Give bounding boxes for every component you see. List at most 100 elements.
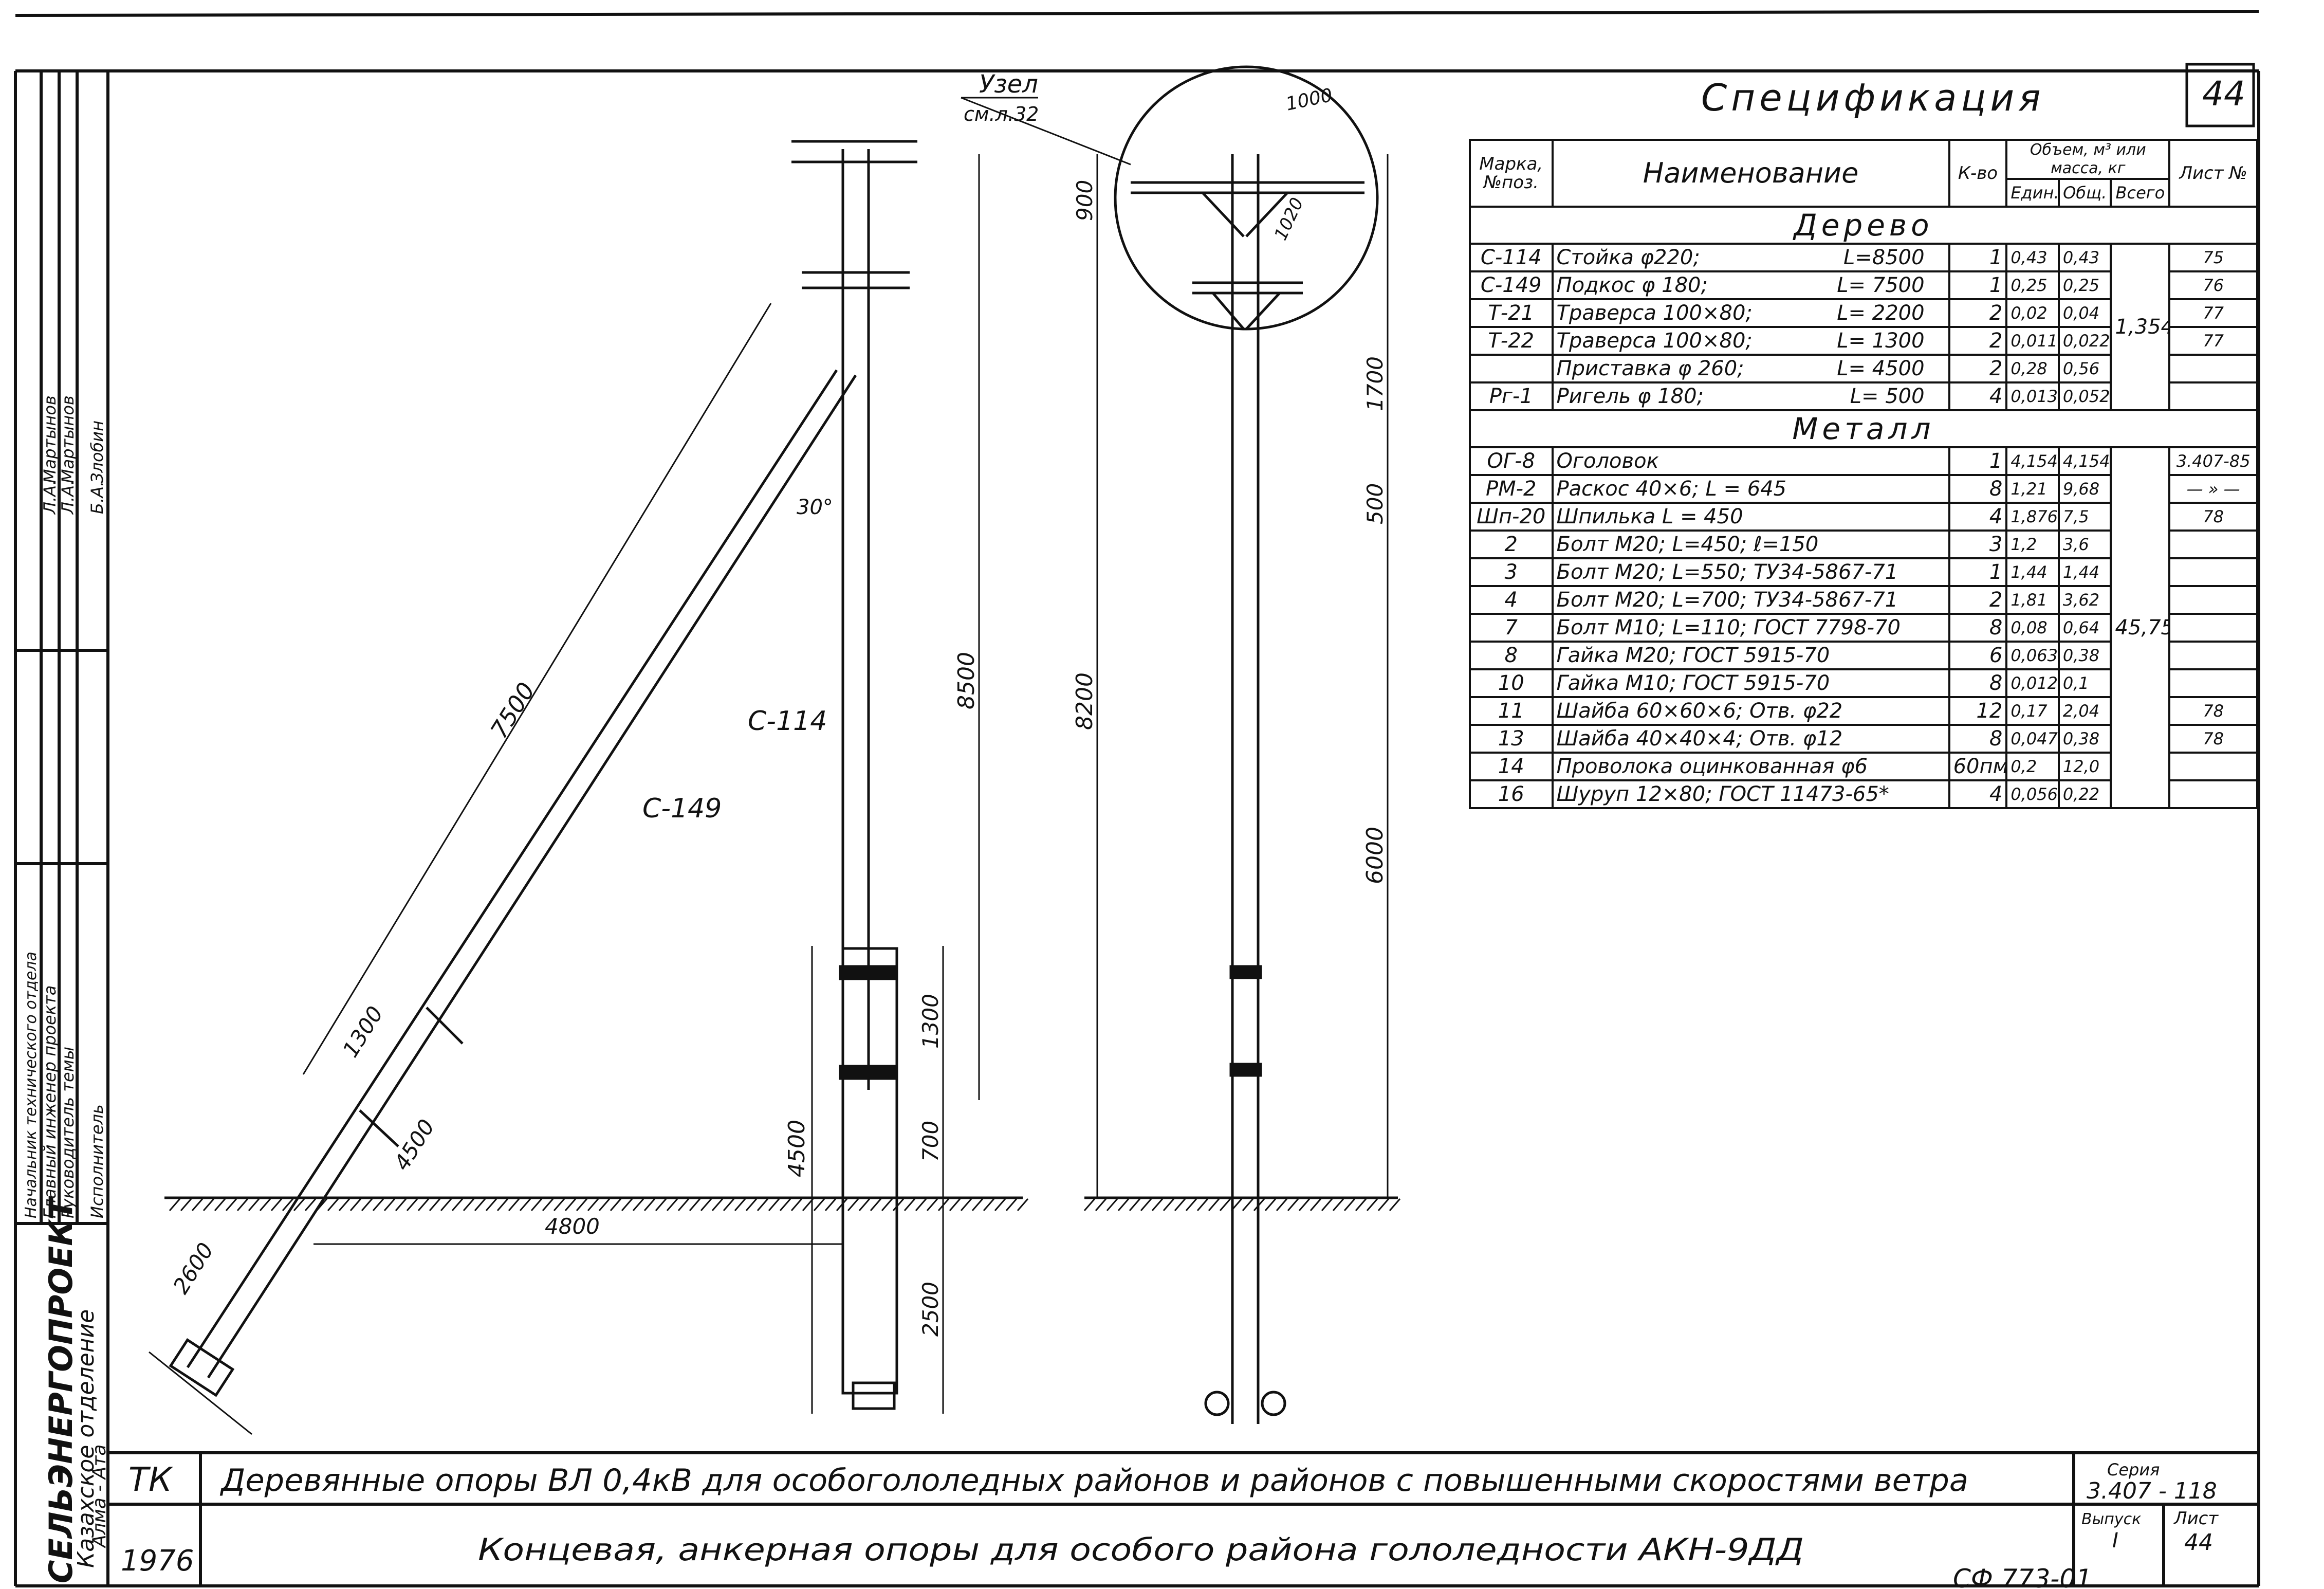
hatch-stroke: [700, 1198, 712, 1211]
tb-issue: I: [2112, 1529, 2118, 1553]
cell-total: 3,62: [2057, 585, 2112, 615]
cell-sheet: [2168, 381, 2258, 411]
cell-sheet: [2168, 668, 2258, 698]
cell-mark: 13: [1469, 724, 1554, 754]
cell-name: Оголовок: [1551, 446, 1950, 476]
cell-mark: Т-22: [1469, 326, 1554, 356]
hdr-mark: Марка, №поз.: [1469, 139, 1554, 208]
cell-name: Гайка М20; ГОСТ 5915-70: [1551, 641, 1950, 670]
hatch-stroke: [1366, 1198, 1378, 1211]
node-ref: см.л.32: [964, 103, 1039, 125]
hatch-stroke: [1242, 1198, 1254, 1211]
hdr-qty: К-во: [1948, 139, 2008, 208]
hatch-stroke: [892, 1198, 905, 1211]
hatch-stroke: [440, 1198, 452, 1211]
hatch-stroke: [745, 1198, 758, 1211]
cell-qty: 8: [1948, 613, 2008, 643]
main-post-front-view: [1114, 65, 1379, 1424]
hatch-stroke: [508, 1198, 520, 1211]
cell-all-total: 1,354: [2110, 243, 2171, 411]
cell-name: Ригель φ 180;L= 500: [1551, 381, 1950, 411]
cell-unit: 0,056: [2005, 779, 2060, 809]
hatch-stroke: [1174, 1198, 1186, 1211]
corner-code: СФ 773-01: [1953, 1564, 2092, 1589]
cell-total: 0,022: [2057, 326, 2112, 356]
cell-name: Болт М20; L=550; ТУ34-5867-71: [1551, 557, 1950, 587]
hatch-stroke: [485, 1198, 497, 1211]
dim-1020: 1020: [1270, 194, 1308, 243]
cell-sheet: 78: [2168, 724, 2258, 754]
cell-qty: 2: [1948, 326, 2008, 356]
cell-unit: 1,44: [2005, 557, 2060, 587]
cell-mark: 8: [1469, 641, 1554, 670]
cell-qty: 12: [1948, 696, 2008, 726]
tb-year: 1976: [121, 1544, 194, 1578]
spec-section-row: Металл: [1469, 409, 2258, 448]
cell-total: 0,38: [2057, 641, 2112, 670]
strut-c149: [169, 369, 857, 1397]
hatch-stroke: [293, 1198, 305, 1211]
cell-sheet: [2168, 585, 2258, 615]
cell-mark: Рг-1: [1469, 381, 1554, 411]
hatch-stroke: [1287, 1198, 1299, 1211]
stamp-initials-3: Б.А.: [87, 481, 107, 514]
cell-name-text: Шпилька L = 450: [1556, 505, 1743, 528]
dim-4800: 4800: [545, 1214, 600, 1239]
cell-sheet: [2168, 779, 2258, 809]
cell-name-text: Болт М20; L=450; ℓ=150: [1556, 533, 1819, 556]
hatch-stroke: [971, 1198, 984, 1211]
cell-name: Шуруп 12×80; ГОСТ 11473-65*: [1551, 779, 1950, 809]
hatch-stroke: [655, 1198, 667, 1211]
stamp-name-1: Мартынов: [40, 395, 60, 483]
cell-name: Гайка М10; ГОСТ 5915-70: [1551, 668, 1950, 698]
hatch-stroke: [361, 1198, 373, 1211]
cell-total: 0,38: [2057, 724, 2112, 754]
cell-name: Болт М20; L=700; ТУ34-5867-71: [1551, 585, 1950, 615]
hatch-stroke: [915, 1198, 927, 1211]
hdr-vol: Объем, м³ или масса, кг: [2005, 139, 2171, 180]
cell-length: L= 7500: [1837, 273, 1925, 297]
cell-sheet: [2168, 557, 2258, 587]
cell-unit: 0,063: [2005, 641, 2060, 670]
cell-qty: 1: [1948, 243, 2008, 272]
cell-total: 3,6: [2057, 529, 2112, 559]
dim-8500: 8500: [953, 652, 980, 709]
cell-unit: 0,047: [2005, 724, 2060, 754]
hatch-stroke: [1332, 1198, 1344, 1211]
post-label: С-114: [748, 706, 827, 737]
cell-qty: 1: [1948, 446, 2008, 476]
cell-mark: С-149: [1469, 270, 1554, 300]
cell-unit: 4,154: [2005, 446, 2060, 476]
hatch-stroke: [1208, 1198, 1220, 1211]
hatch-stroke: [553, 1198, 565, 1211]
hatch-stroke: [903, 1198, 916, 1211]
angle-label: 30°: [797, 496, 833, 519]
hatch-stroke: [349, 1198, 362, 1211]
cell-total: 12,0: [2057, 752, 2112, 781]
hatch-stroke: [1321, 1198, 1333, 1211]
cell-mark: 11: [1469, 696, 1554, 726]
stamp-name-2: Мартынов: [58, 395, 78, 483]
cell-name-text: Проволока оцинкованная φ6: [1556, 755, 1868, 778]
cell-qty: 8: [1948, 724, 2008, 754]
cell-total: 9,68: [2057, 474, 2112, 504]
title-block: ТК 1976 Деревянные опоры ВЛ 0,4кВ для ос…: [121, 1460, 2219, 1589]
hatch-stroke: [824, 1198, 837, 1211]
cell-unit: 0,012: [2005, 668, 2060, 698]
hatch-stroke: [598, 1198, 611, 1211]
ground-hatch: [169, 1198, 1401, 1211]
cell-name-text: Шайба 40×40×4; Отв. φ12: [1556, 727, 1843, 751]
cell-unit: 1,81: [2005, 585, 2060, 615]
cell-total: 0,56: [2057, 354, 2112, 383]
